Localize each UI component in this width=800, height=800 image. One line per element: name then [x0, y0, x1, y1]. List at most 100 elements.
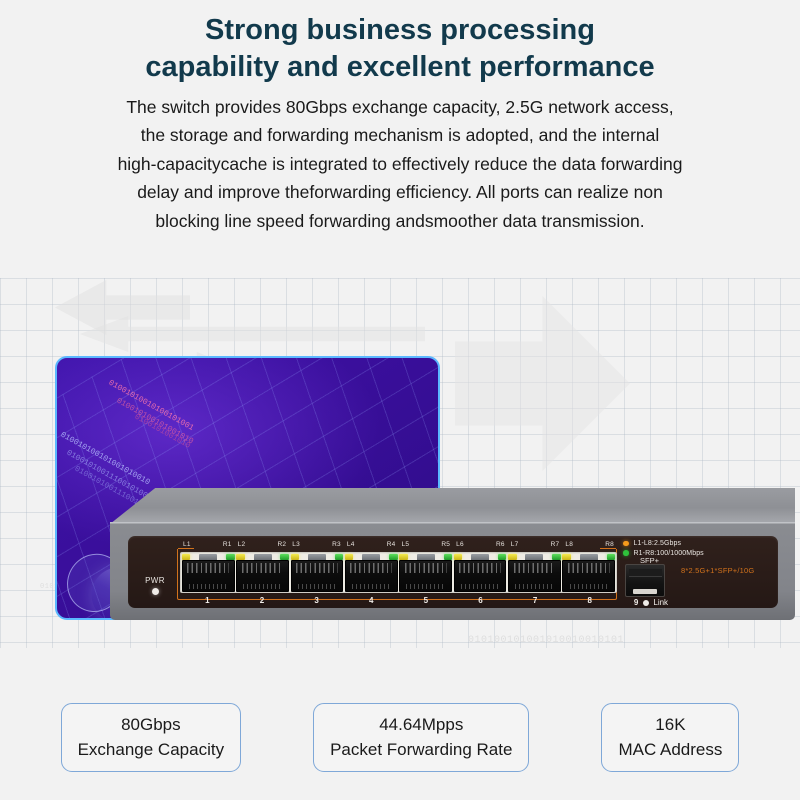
- rj45-jack: [344, 559, 398, 592]
- rj45-port[interactable]: [453, 553, 507, 592]
- rj45-contacts: [350, 562, 393, 573]
- rj45-port[interactable]: [290, 553, 344, 592]
- port-number: 1: [205, 596, 210, 605]
- port-led-label: R3: [332, 541, 341, 548]
- port-led-row: [562, 553, 616, 560]
- port-label-pair: L6 R6: [453, 541, 508, 551]
- port-led-label: L8: [565, 541, 574, 548]
- power-led-icon: [151, 588, 159, 595]
- port-led-label: L1: [183, 541, 191, 548]
- port-number: 3: [314, 596, 319, 605]
- switch-top-surface: [110, 488, 795, 524]
- rj45-latch-icon: [362, 553, 381, 562]
- port-led-row: [344, 553, 398, 560]
- port-led-green-icon: [606, 553, 616, 560]
- spec-card-label: Exchange Capacity: [77, 739, 225, 759]
- port-led-row: [290, 553, 344, 560]
- sfp-link-label: Link: [653, 598, 669, 607]
- port-led-label: R4: [386, 541, 396, 548]
- port-led-row: [399, 553, 453, 560]
- description-line: the storage and forwarding mechanism is …: [140, 125, 660, 146]
- spec-card-label: MAC Address: [618, 739, 723, 759]
- port-led-yellow-icon: [344, 553, 354, 560]
- port-led-yellow-icon: [290, 553, 300, 560]
- port-label-pair: L8 R8: [562, 541, 617, 551]
- page-title-line2: capability and excellent performance: [145, 51, 655, 84]
- description-line: The switch provides 80Gbps exchange capa…: [126, 96, 674, 117]
- rj45-port[interactable]: [399, 553, 453, 592]
- sfp-plus-cage: [625, 564, 665, 597]
- port-label-pair: L5 R5: [399, 541, 454, 551]
- port-led-label: L3: [292, 541, 300, 548]
- port-led-row: [236, 553, 289, 560]
- port-led-label: R5: [441, 541, 451, 548]
- rj45-contacts: [296, 562, 338, 573]
- port-led-green-icon: [334, 553, 344, 560]
- rj45-latch-icon: [471, 553, 490, 562]
- arrow-left-large-icon: [455, 296, 630, 471]
- led-legend: L1-L8:2.5Gbps R1-R8:100/1000Mbps: [623, 540, 704, 559]
- green-led-icon: [623, 550, 629, 556]
- rj45-latch-icon: [253, 553, 272, 562]
- rj45-contacts: [513, 562, 556, 573]
- orange-led-icon: [623, 540, 629, 547]
- spec-card-value: 80Gbps: [121, 715, 181, 734]
- port-number: 8: [587, 596, 592, 605]
- rj45-slot: [460, 583, 500, 589]
- port-led-green-icon: [497, 553, 507, 560]
- port-led-label: L7: [510, 541, 519, 548]
- rj45-latch-icon: [525, 553, 544, 562]
- port-strip: [180, 552, 617, 593]
- rj45-port[interactable]: [562, 553, 616, 592]
- port-led-green-icon: [389, 553, 398, 560]
- port-label-pair: L4 R4: [344, 541, 399, 551]
- port-number: 7: [532, 596, 538, 605]
- port-led-label: L5: [401, 541, 410, 548]
- legend-label-1g: R1-R8:100/1000Mbps: [633, 549, 704, 557]
- port-led-yellow-icon: [236, 553, 245, 560]
- rj45-contacts: [187, 562, 229, 573]
- port-label-pair: L3 R3: [289, 541, 344, 551]
- rj45-port[interactable]: [181, 553, 235, 592]
- port-number: 6: [478, 596, 483, 605]
- port-led-label: L6: [456, 541, 464, 548]
- sfp-port-number: 9: [633, 598, 639, 607]
- page-title-line1: Strong business processing: [205, 14, 595, 46]
- port-led-row: [181, 553, 235, 560]
- port-led-label: R6: [496, 541, 505, 548]
- port-led-yellow-icon: [508, 553, 517, 560]
- model-spec-text: 8*2.5G+1*SFP+/10G: [681, 566, 755, 575]
- header-section: Strong business processing capability an…: [0, 0, 800, 235]
- rj45-port[interactable]: [344, 553, 398, 592]
- rj45-latch-icon: [307, 553, 326, 562]
- port-led-label: R1: [222, 541, 232, 548]
- rj45-slot: [243, 583, 282, 589]
- sfp-port-footer: 9 Link: [620, 598, 682, 607]
- rj45-port[interactable]: [508, 553, 561, 592]
- port-led-yellow-icon: [562, 553, 571, 560]
- rj45-jack: [181, 559, 235, 592]
- power-indicator: PWR: [136, 576, 174, 595]
- port-led-yellow-icon: [399, 553, 408, 560]
- port-led-label: L4: [346, 541, 355, 548]
- description-line: high-capacitycache is integrated to effe…: [117, 153, 683, 174]
- description-line: delay and improve theforwarding efficien…: [137, 182, 663, 203]
- spec-card-label: Packet Forwarding Rate: [330, 739, 513, 759]
- port-led-green-icon: [552, 553, 561, 560]
- rj45-port[interactable]: [236, 553, 289, 592]
- page-description: The switch provides 80Gbps exchange capa…: [0, 93, 800, 236]
- port-led-green-icon: [443, 553, 453, 560]
- port-led-label: R8: [605, 541, 614, 548]
- rj45-latch-icon: [416, 553, 435, 562]
